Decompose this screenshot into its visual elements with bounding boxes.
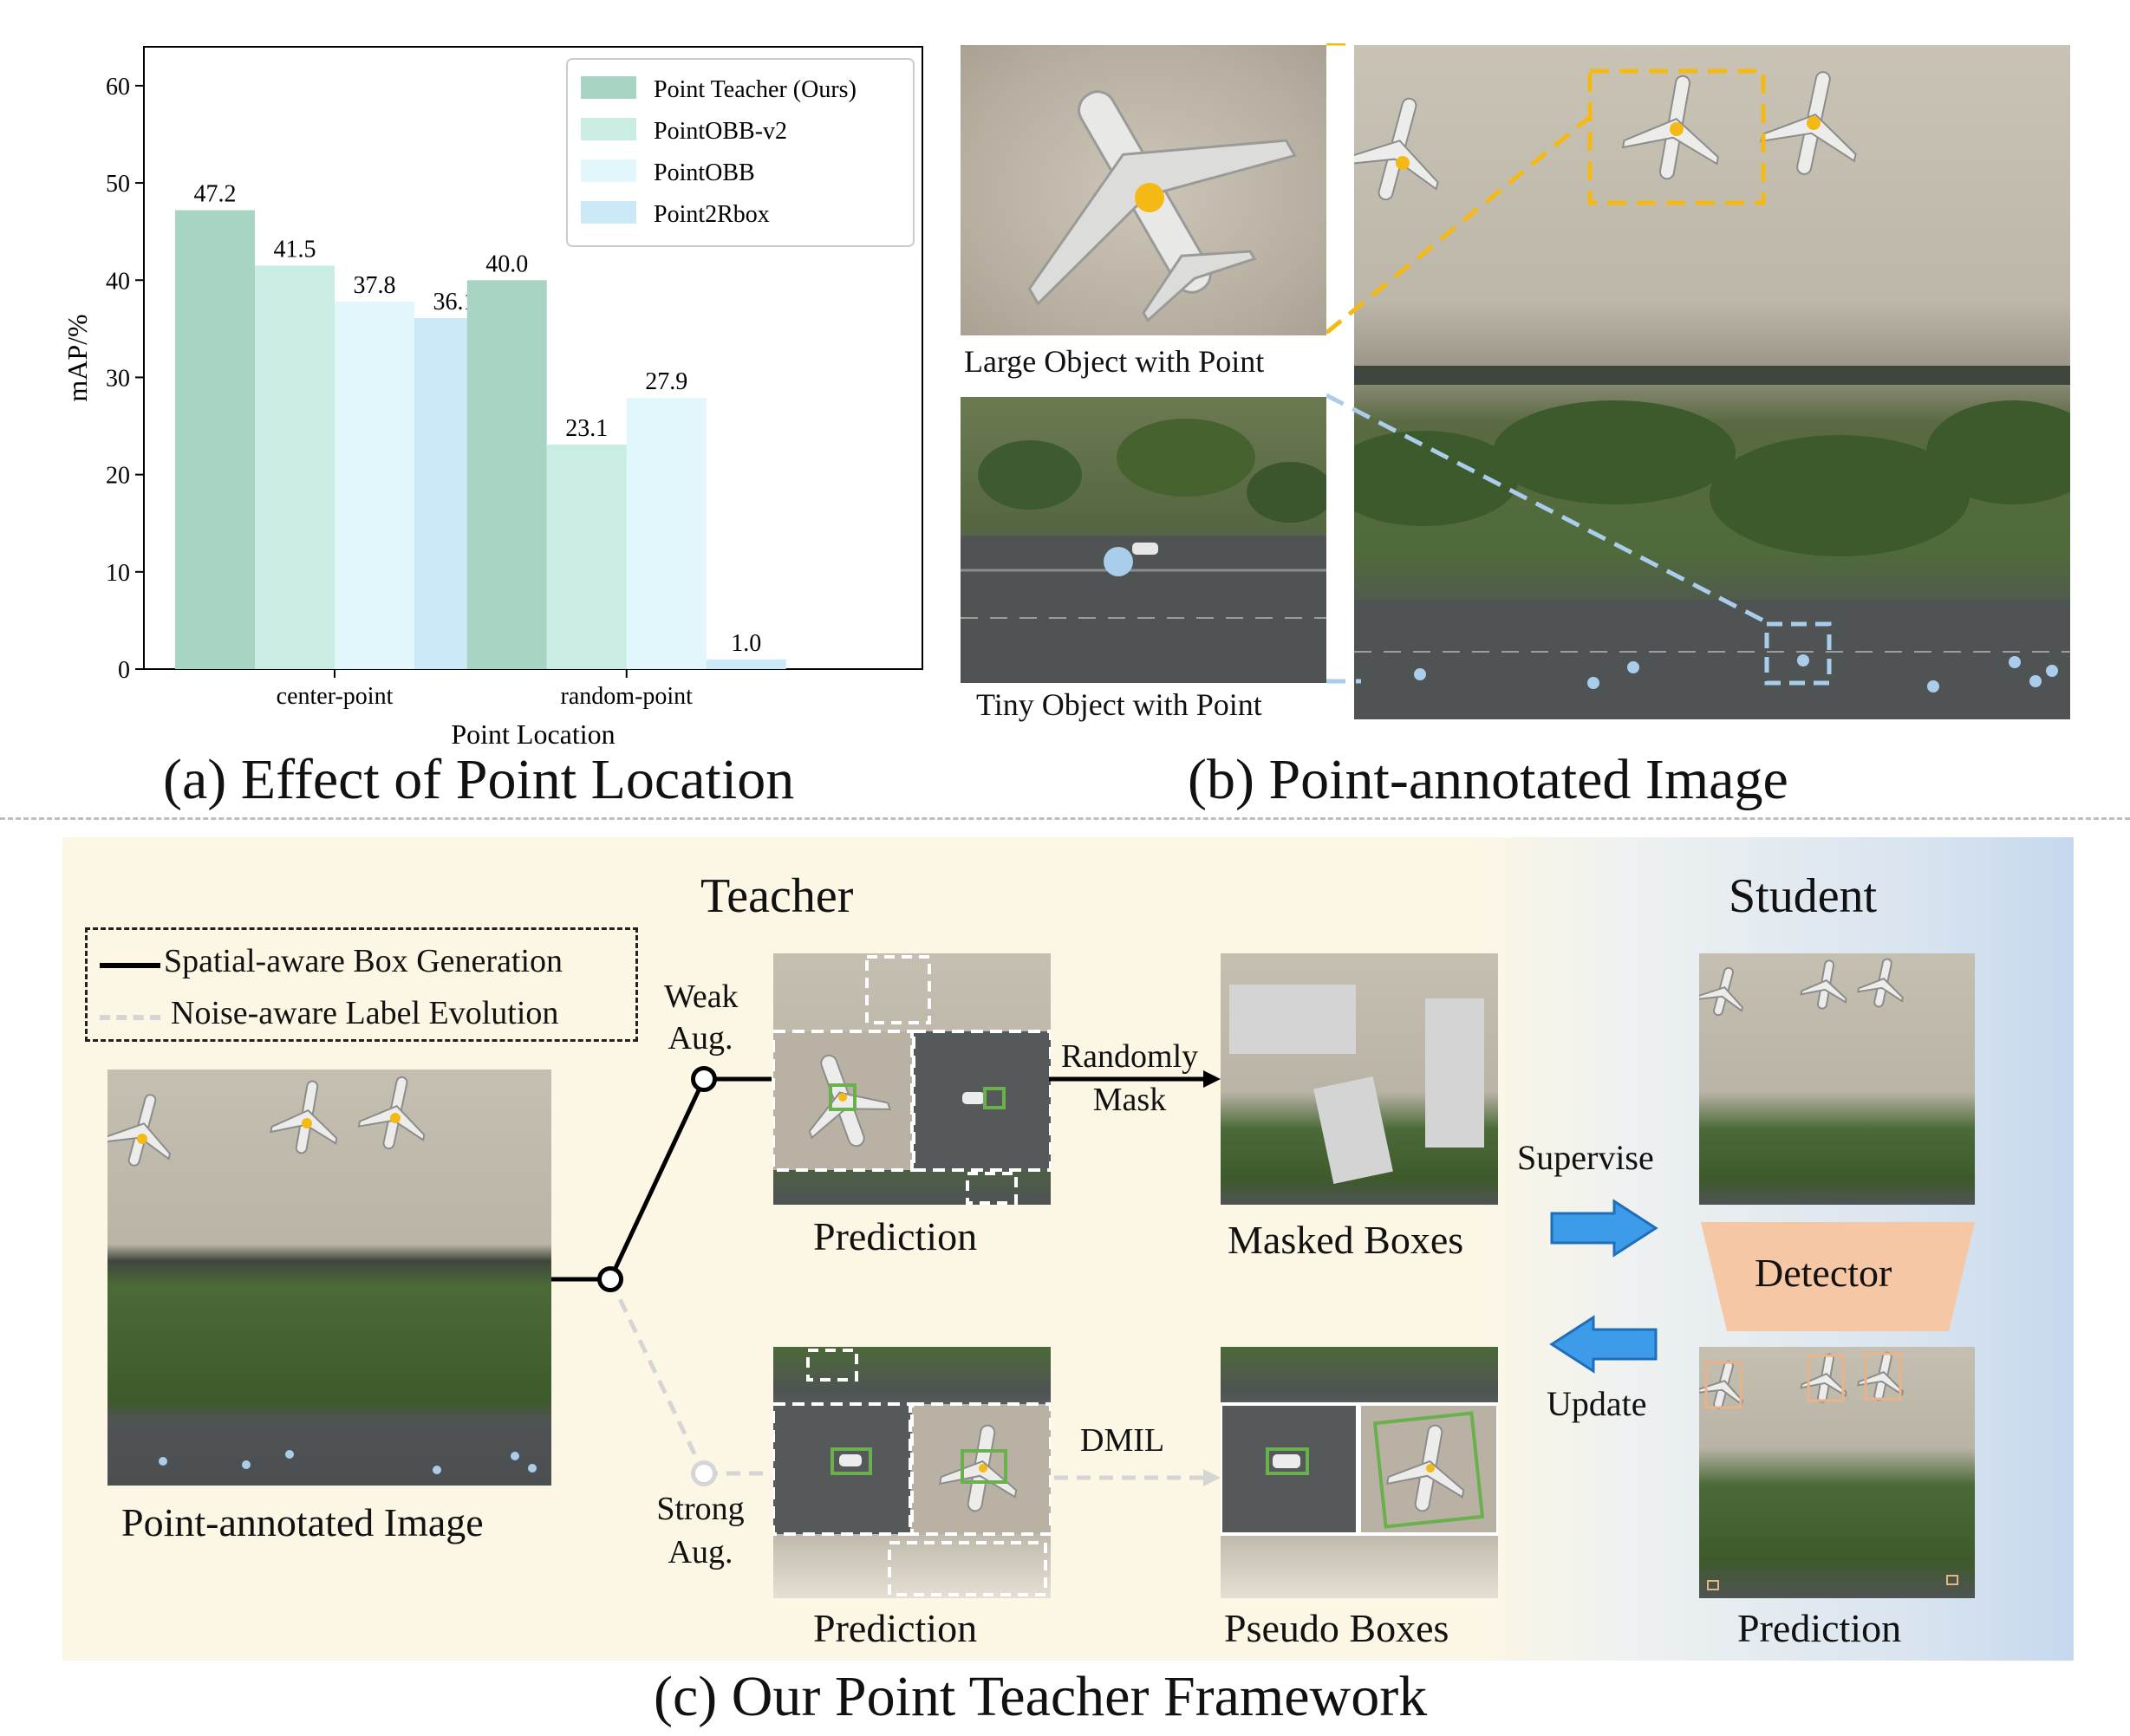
input-image [107, 1070, 551, 1486]
randomly-mask-label: Randomly Mask [1049, 1035, 1210, 1122]
student-input-scene-icon [1699, 958, 1905, 1017]
branch-node [597, 1266, 623, 1292]
weak-prediction-label: Prediction [813, 1214, 978, 1258]
legend-dashed-label: Noise-aware Label Evolution [171, 995, 559, 1031]
map-bar-chart: 0 10 20 30 40 50 60 mAP/% Point Location center-p… [52, 35, 928, 750]
detector-block [1701, 1222, 1975, 1331]
strong-aug-line-2: Aug. [668, 1534, 733, 1570]
data-label: 23.1 [565, 415, 608, 442]
y-axis-label: mAP/% [62, 314, 93, 401]
dashed-line-swatch [100, 1015, 160, 1020]
strong-prediction-label: Prediction [813, 1606, 978, 1650]
strong-aug-line-1: Strong [656, 1491, 745, 1527]
airplane-icon [1027, 90, 1297, 323]
legend-label: Point Teacher (Ours) [654, 76, 857, 103]
legend-label: PointOBB-v2 [654, 118, 787, 145]
solid-line-swatch [100, 963, 160, 968]
weak-prediction-scene-icon [773, 955, 1051, 1205]
y-tick-label: 30 [106, 365, 130, 392]
masked-boxes-image [1221, 953, 1498, 1205]
legend-solid-label: Spatial-aware Box Generation [164, 943, 563, 979]
pseudo-boxes-image [1221, 1347, 1498, 1598]
dmil-arrow [1054, 1469, 1221, 1486]
legend-swatch [581, 201, 636, 224]
y-tick-label: 0 [118, 657, 130, 684]
x-tick-label: center-point [277, 683, 394, 710]
legend-swatch [581, 159, 636, 182]
data-label: 1.0 [731, 630, 761, 657]
dmil-label: DMIL [1080, 1422, 1165, 1459]
y-tick-label: 40 [106, 268, 130, 295]
x-axis-label: Point Location [451, 718, 615, 745]
input-image-label: Point-annotated Image [121, 1500, 484, 1544]
legend-swatch [581, 76, 636, 99]
caption-c: (c) Our Point Teacher Framework [654, 1665, 1428, 1728]
large-object-zoom [961, 45, 1326, 335]
supervise-arrow-icon [1550, 1199, 1658, 1258]
input-scene-icon [107, 1076, 537, 1474]
caption-a: (a) Effect of Point Location [163, 748, 795, 811]
detector-label: Detector [1755, 1251, 1892, 1295]
weak-aug-node [691, 1066, 717, 1092]
update-label: Update [1547, 1384, 1647, 1423]
large-object-label: Large Object with Point [964, 344, 1265, 379]
supervise-label: Supervise [1517, 1138, 1654, 1177]
weak-prediction-image [773, 953, 1051, 1205]
chart-svg: 0 10 20 30 40 50 60 mAP/% Point Location center-p… [62, 46, 923, 750]
randomly-mask-arrow [1049, 1070, 1221, 1088]
student-input-image [1699, 953, 1975, 1205]
tiny-object-zoom [961, 397, 1326, 683]
data-label: 47.2 [194, 180, 237, 207]
aerial-scene-icon [1354, 68, 2070, 719]
student-prediction-label: Prediction [1737, 1606, 1902, 1650]
y-tick-label: 60 [106, 74, 130, 101]
masked-boxes-label: Masked Boxes [1228, 1218, 1464, 1262]
student-title: Student [1729, 869, 1878, 923]
strong-prediction-image [773, 1347, 1051, 1598]
weak-aug-line-1: Weak [664, 979, 739, 1015]
weak-aug-label: Weak Aug. [664, 976, 739, 1059]
y-tick-label: 50 [106, 171, 130, 198]
zoom-connectors [1326, 43, 1768, 684]
x-tick-label: random-point [561, 683, 694, 710]
legend-box: Spatial-aware Box Generation Noise-aware… [85, 927, 638, 1042]
legend-swatch [581, 118, 636, 140]
bar [255, 265, 335, 669]
strong-aug-node [691, 1460, 717, 1486]
section-separator [0, 817, 2130, 820]
strong-prediction-scene-icon [773, 1349, 1051, 1596]
data-label: 27.9 [645, 368, 687, 395]
bar [626, 397, 707, 669]
data-label: 40.0 [485, 250, 528, 277]
student-prediction-image [1699, 1347, 1975, 1598]
bar [706, 659, 786, 669]
y-tick-label: 20 [106, 463, 130, 490]
data-label: 37.8 [354, 272, 396, 299]
bar [175, 210, 256, 670]
pseudo-scene-icon [1221, 1402, 1498, 1536]
data-label: 41.5 [274, 236, 316, 263]
caption-b: (b) Point-annotated Image [1188, 748, 1788, 811]
y-tick-label: 10 [106, 560, 130, 587]
student-prediction-scene-icon [1699, 1351, 1958, 1590]
randomly-mask-line-2: Mask [1092, 1082, 1167, 1118]
legend-frame [566, 58, 915, 247]
update-arrow-icon [1549, 1315, 1658, 1374]
weak-aug-line-2: Aug. [668, 1020, 733, 1057]
legend-label: PointOBB [654, 159, 755, 186]
randomly-mask-line-1: Randomly [1060, 1038, 1199, 1075]
bar [466, 280, 547, 669]
masked-scene-icon [1229, 985, 1484, 1185]
aerial-image [1354, 45, 2070, 719]
bar [546, 444, 627, 669]
strong-aug-label: Strong Aug. [648, 1487, 752, 1574]
tiny-object-label: Tiny Object with Point [976, 687, 1262, 722]
road-scene-icon [961, 419, 1326, 683]
legend-label: Point2Rbox [654, 201, 770, 228]
bar [335, 301, 415, 669]
pseudo-boxes-label: Pseudo Boxes [1224, 1606, 1449, 1650]
teacher-title: Teacher [700, 869, 854, 923]
